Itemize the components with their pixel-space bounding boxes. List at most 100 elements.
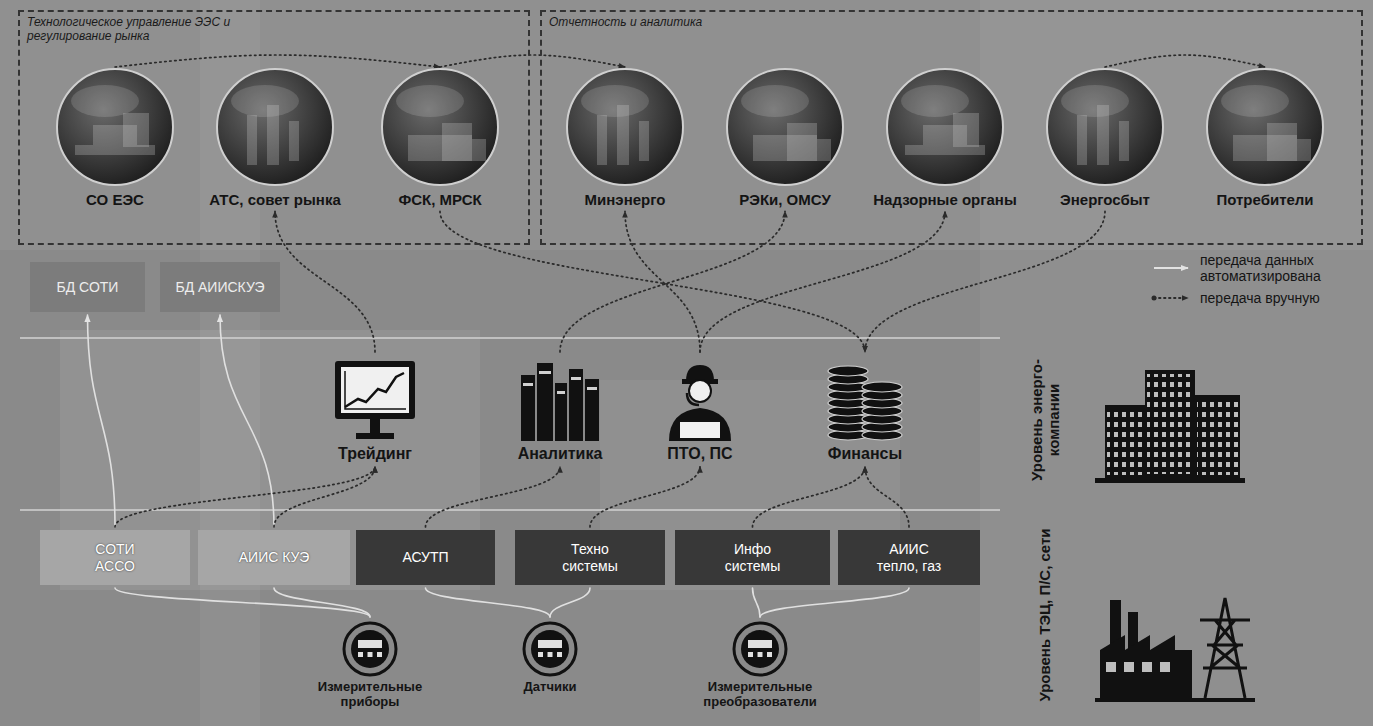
- node-label: Трейдинг: [320, 445, 430, 463]
- automated-connector: [274, 588, 370, 617]
- photo-detail: [1267, 123, 1297, 161]
- headset: [687, 393, 699, 405]
- meter-display: [538, 640, 562, 648]
- photo-circle: [883, 65, 1007, 189]
- photo-disc: [1207, 69, 1323, 185]
- region-frame: МинэнергоРЭКи, ОМСУНадзорные органыЭнерг…: [540, 10, 1363, 245]
- node-label: РЭКи, ОМСУ: [705, 191, 865, 208]
- manual-connector: [590, 466, 700, 527]
- meter-display: [358, 640, 382, 648]
- screen-frame: [335, 361, 415, 419]
- meter-dial: [358, 652, 363, 657]
- manual-connector: [865, 211, 1105, 352]
- node-label: Измерительные преобразователи: [685, 680, 835, 710]
- book-band: [587, 387, 597, 390]
- meter-symbol: [341, 620, 399, 678]
- photo-highlight: [396, 85, 464, 117]
- photo-detail: [817, 139, 831, 161]
- organization-circle: РЭКи, ОМСУ: [705, 65, 865, 208]
- node-label: Финансы: [810, 445, 920, 463]
- node-label: БД СОТИ: [57, 279, 119, 295]
- light-panel: [980, 0, 1373, 726]
- head: [689, 380, 711, 402]
- department-icon: ПТО, ПС: [640, 355, 760, 463]
- light-panel: [60, 330, 480, 590]
- chart-axes: [345, 371, 406, 409]
- photo-detail: [472, 139, 486, 161]
- region-heading: Отчетность и аналитика: [542, 12, 826, 32]
- system-box: Техно системы: [515, 530, 665, 585]
- photo-detail: [247, 115, 257, 165]
- node-label: СО ЕЭС: [35, 191, 195, 208]
- book: [555, 383, 567, 441]
- screen: [341, 367, 409, 413]
- level-label: Уровень ТЭЦ, П/С, сети: [1036, 525, 1053, 705]
- photo-disc: [57, 69, 173, 185]
- photo-highlight: [1221, 85, 1289, 117]
- manual-connector: [426, 466, 561, 527]
- meter-dial: [557, 652, 562, 657]
- meter-body: [741, 630, 779, 668]
- photo-circle: [723, 65, 847, 189]
- node-label: Измерительные приборы: [295, 680, 445, 710]
- device-icon: Измерительные приборы: [295, 620, 445, 710]
- photo-highlight: [901, 85, 969, 117]
- dotted-line-sample: [1154, 297, 1188, 299]
- meter-body: [531, 630, 569, 668]
- system-box: Инфо системы: [675, 530, 830, 585]
- organization-circle: АТС, совет рынка: [195, 65, 355, 208]
- photo-highlight: [581, 85, 649, 117]
- photo-disc: [382, 69, 498, 185]
- meter-dial: [758, 652, 763, 657]
- meter-dial: [767, 652, 772, 657]
- department-icon: Финансы: [810, 355, 920, 463]
- meter-ring: [734, 623, 786, 675]
- photo-detail: [1119, 121, 1129, 161]
- photo-detail: [1077, 115, 1087, 165]
- books-icon: [515, 355, 605, 443]
- laptop: [679, 421, 721, 439]
- photo-circle: [213, 65, 337, 189]
- automated-connector: [753, 588, 761, 617]
- level-divider: [20, 509, 1000, 511]
- node-label: ФСК, МРСК: [360, 191, 520, 208]
- region-heading: Технологическое управление ЭЭС и регулир…: [20, 12, 304, 47]
- device-icon: Измерительные преобразователи: [685, 620, 835, 710]
- office-building-icon: [1095, 370, 1245, 483]
- node-label: АСУТП: [402, 549, 448, 565]
- cap: [686, 365, 714, 381]
- system-box: АСУТП: [356, 530, 495, 585]
- monitor-icon: [330, 355, 420, 443]
- node-label: Энергосбыт: [1025, 191, 1185, 208]
- meter-ring: [524, 623, 576, 675]
- automated-connector: [760, 588, 909, 617]
- photo-highlight: [1061, 85, 1129, 117]
- manual-connector: [115, 466, 375, 527]
- line-sample: [1150, 262, 1194, 274]
- book: [585, 379, 599, 441]
- manual-connector: [275, 211, 375, 352]
- meter-dial: [538, 652, 543, 657]
- legend-item: передача данных автоматизирована: [1150, 252, 1365, 284]
- chart-line: [345, 373, 404, 407]
- photo-detail: [597, 115, 607, 165]
- department-icon: Трейдинг: [320, 355, 430, 463]
- organization-circle: ФСК, МРСК: [360, 65, 520, 208]
- meter-ring: [344, 623, 396, 675]
- meter-symbol: [521, 620, 579, 678]
- automated-connector: [88, 315, 116, 527]
- level-divider: [20, 337, 1000, 339]
- node-label: Инфо системы: [713, 541, 793, 573]
- power-plant-icon: [1095, 598, 1255, 702]
- meter-dial: [548, 652, 553, 657]
- department-icon: Аналитика: [500, 355, 620, 463]
- manual-connector: [753, 466, 866, 527]
- organization-circle: Минэнерго: [545, 65, 705, 208]
- photo-circle: [1203, 65, 1327, 189]
- meter-dial: [377, 652, 382, 657]
- stand-base: [356, 433, 394, 439]
- system-box: АИИС КУЭ: [198, 530, 350, 585]
- node-label: СОТИ АССО: [75, 541, 155, 573]
